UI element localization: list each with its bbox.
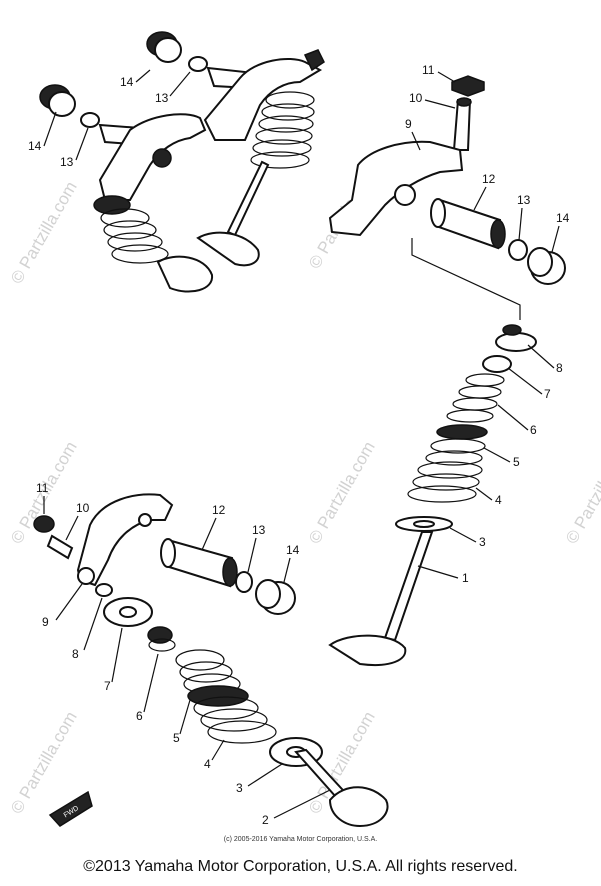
outer-spring: [407, 461, 483, 503]
callout-label: 13: [60, 155, 74, 169]
adjuster-nut: [303, 49, 325, 72]
callout-label: 6: [530, 423, 537, 437]
right-valve-stack: 8 7 6 5 4 3: [328, 324, 563, 666]
rocker-shaft: [434, 198, 502, 250]
o-ring: [508, 239, 528, 261]
watermark: © Partzilla.com: [7, 178, 81, 287]
callout-label: 10: [409, 91, 423, 105]
callout-label: 14: [28, 139, 42, 153]
callout-label: 7: [104, 679, 111, 693]
copyright-small: (c) 2005-2016 Yamaha Motor Corporation, …: [223, 836, 378, 843]
valve-spring: [425, 424, 488, 466]
valve-cap: [95, 583, 113, 597]
bottom-left-assembly: 11 10 9 12 13 14 8 7: [33, 481, 389, 828]
fwd-arrow: FWD: [48, 790, 93, 827]
valve-spring: [175, 649, 277, 744]
valve-head: [328, 634, 407, 666]
watermark: © Partzilla.com: [562, 438, 601, 547]
spring-retainer: [482, 355, 512, 373]
o-ring: [80, 112, 100, 128]
adjuster-screw: [46, 534, 74, 560]
watermarks: © Partzilla.com © Partzilla.com © Partzi…: [7, 163, 601, 817]
arrow-icon: [48, 790, 93, 827]
inner-spring: [446, 373, 505, 423]
o-ring: [235, 571, 253, 593]
valve: [383, 531, 434, 642]
adjuster-screw: [452, 99, 472, 151]
callout-label: 13: [252, 523, 266, 537]
callout-label: 12: [482, 172, 496, 186]
callout-label: 11: [36, 481, 49, 495]
top-left-assembly: 14 13 14 13: [28, 31, 325, 293]
locknut: [33, 515, 55, 533]
callout-label: 5: [173, 731, 180, 745]
o-ring: [188, 56, 208, 72]
valve-head: [328, 786, 389, 828]
callout-label: 9: [405, 117, 412, 131]
callout-label: 5: [513, 455, 520, 469]
callout-label: 9: [42, 615, 49, 629]
callout-label: 14: [120, 75, 134, 89]
callout-label: 11: [422, 63, 435, 77]
callout-label: 4: [495, 493, 502, 507]
inner-spring: [147, 626, 176, 652]
callout-label: 3: [479, 535, 486, 549]
callout-label: 7: [544, 387, 551, 401]
callout-label: 12: [212, 503, 226, 517]
valve-cap: [495, 332, 537, 352]
callout-label: 8: [556, 361, 563, 375]
valve-spring: [250, 91, 315, 169]
callout-label: 13: [517, 193, 531, 207]
callout-label: 14: [556, 211, 570, 225]
callout-label: 10: [76, 501, 90, 515]
watermark: © Partzilla.com: [305, 438, 379, 547]
leader-line: [411, 238, 521, 320]
valve-head: [196, 231, 260, 267]
valve: [226, 160, 270, 237]
callout-label: 2: [262, 813, 269, 827]
rocker-arm: [203, 58, 323, 141]
valve-spring: [93, 195, 169, 264]
callout-label: 14: [286, 543, 300, 557]
callout-label: 1: [462, 571, 469, 585]
top-right-assembly: 11 10 9 12 13 14: [328, 63, 570, 320]
rocker-arm: [328, 140, 464, 237]
watermark: © Partzilla.com: [7, 708, 81, 817]
locknut: [451, 75, 485, 97]
callout-label: 4: [204, 757, 211, 771]
rocker-shaft: [164, 538, 234, 588]
callout-label: 3: [236, 781, 243, 795]
valve-head: [156, 255, 214, 293]
callout-label: 8: [72, 647, 79, 661]
callout-label: 13: [155, 91, 169, 105]
callout-label: 6: [136, 709, 143, 723]
copyright-footer: ©2013 Yamaha Motor Corporation, U.S.A. A…: [83, 858, 518, 875]
